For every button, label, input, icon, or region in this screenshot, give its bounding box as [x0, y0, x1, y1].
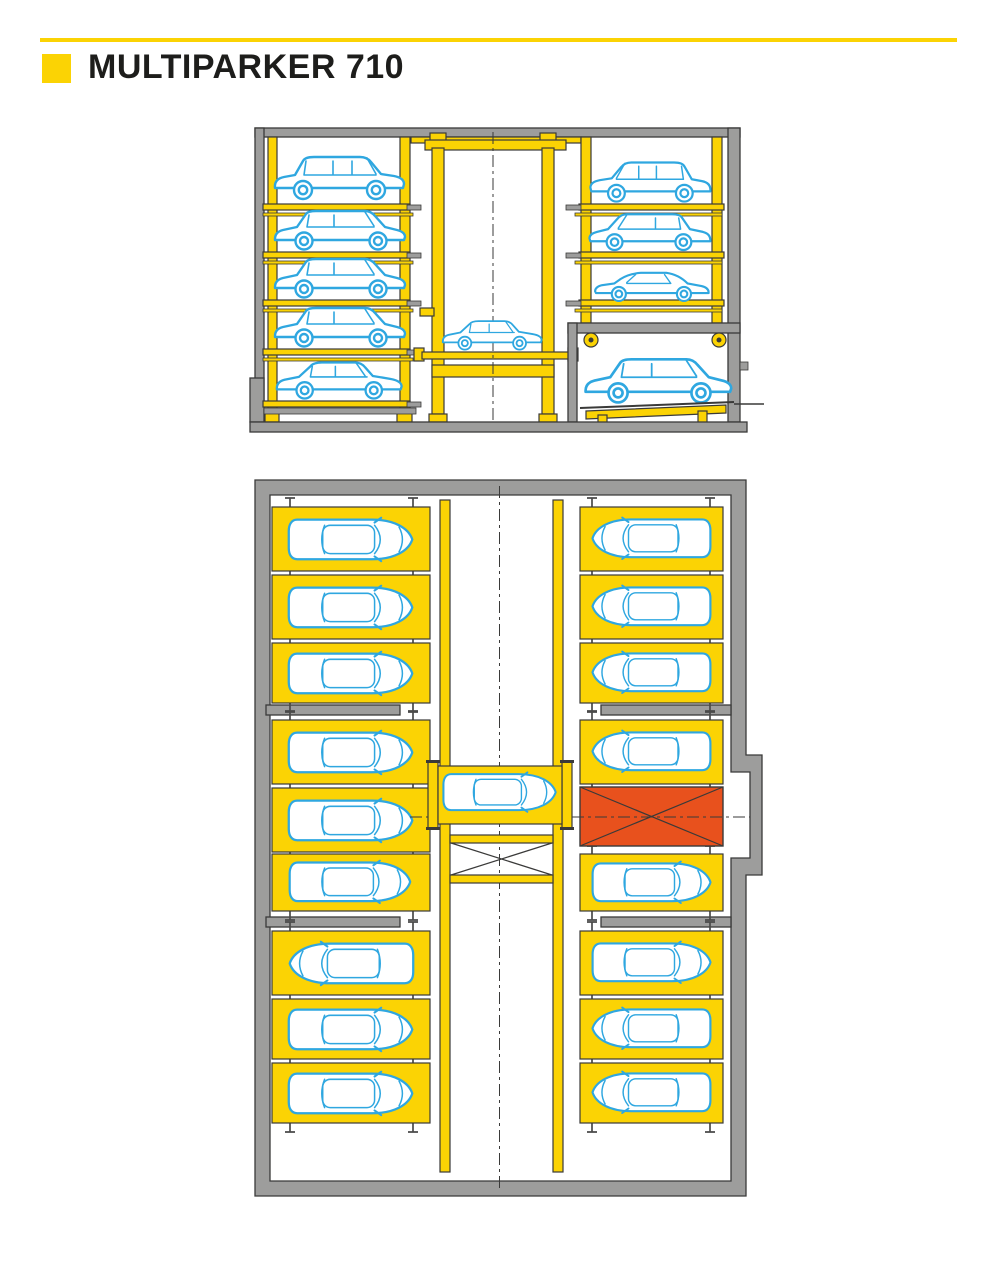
parking-stall	[271, 930, 431, 996]
cabin-latch	[739, 361, 749, 371]
stalls-right	[579, 506, 724, 1124]
plan-walls	[254, 479, 763, 1197]
car-on-lift-icon	[441, 320, 543, 351]
car-side-icon	[273, 209, 407, 251]
parking-stall	[579, 506, 724, 572]
elev-right-wall	[727, 127, 741, 423]
cabin-platform	[579, 401, 735, 409]
parking-stall	[579, 719, 724, 785]
elev-left-plinth	[249, 377, 265, 423]
cabin-pulley-icon	[711, 332, 727, 348]
car-on-lift-icon	[442, 771, 557, 813]
parking-stall	[579, 930, 724, 996]
stalls-left	[271, 506, 431, 1124]
lift-platform	[421, 351, 571, 360]
car-side-icon	[273, 306, 407, 348]
car-side-icon	[588, 213, 712, 252]
lift-platform	[426, 760, 574, 830]
separator-beam	[265, 916, 401, 928]
elev-left-rack	[262, 136, 422, 423]
car-side-icon	[273, 257, 407, 299]
separator-beam	[600, 916, 732, 928]
lift-latch	[419, 307, 435, 317]
lift-top-beam	[424, 139, 567, 151]
car-side-icon	[273, 155, 406, 201]
parking-stall	[579, 642, 724, 704]
parking-stall	[579, 574, 724, 640]
lift-rail	[552, 499, 564, 1173]
cabin-left-wall	[567, 322, 578, 423]
parking-stall	[271, 853, 431, 912]
parking-stall	[271, 787, 431, 853]
parking-stall	[271, 1062, 431, 1124]
car-side-icon	[594, 271, 710, 303]
elev-entry-cabin	[567, 322, 764, 424]
elevation-view	[249, 127, 764, 433]
parking-stall	[579, 998, 724, 1060]
car-in-cabin-icon	[584, 357, 733, 404]
car-side-icon	[275, 361, 403, 400]
elev-right-rack	[565, 136, 725, 324]
plan-view	[254, 479, 763, 1197]
parking-stall	[579, 853, 724, 912]
elev-lift	[413, 132, 579, 423]
header-bullet-square	[42, 54, 71, 83]
separator-beam	[600, 704, 732, 716]
car-side-icon	[589, 161, 712, 203]
elev-top-wall	[254, 127, 741, 138]
parking-stall	[271, 506, 431, 572]
cabin-beam	[585, 404, 727, 420]
page-title: MULTIPARKER 710	[88, 48, 405, 86]
parking-stall	[271, 998, 431, 1060]
cabin-top-bar	[567, 322, 741, 334]
parking-stall	[579, 1062, 724, 1124]
separator-beam	[265, 704, 401, 716]
parking-stall	[271, 642, 431, 704]
parking-stall	[271, 574, 431, 640]
elev-floor	[249, 421, 748, 433]
elev-right-shelves	[565, 203, 725, 313]
header-rule	[40, 38, 957, 42]
lift-crossbrace	[449, 834, 554, 884]
lift-rail	[439, 499, 451, 1173]
cabin-pulley-icon	[583, 332, 599, 348]
parking-stall	[271, 719, 431, 785]
